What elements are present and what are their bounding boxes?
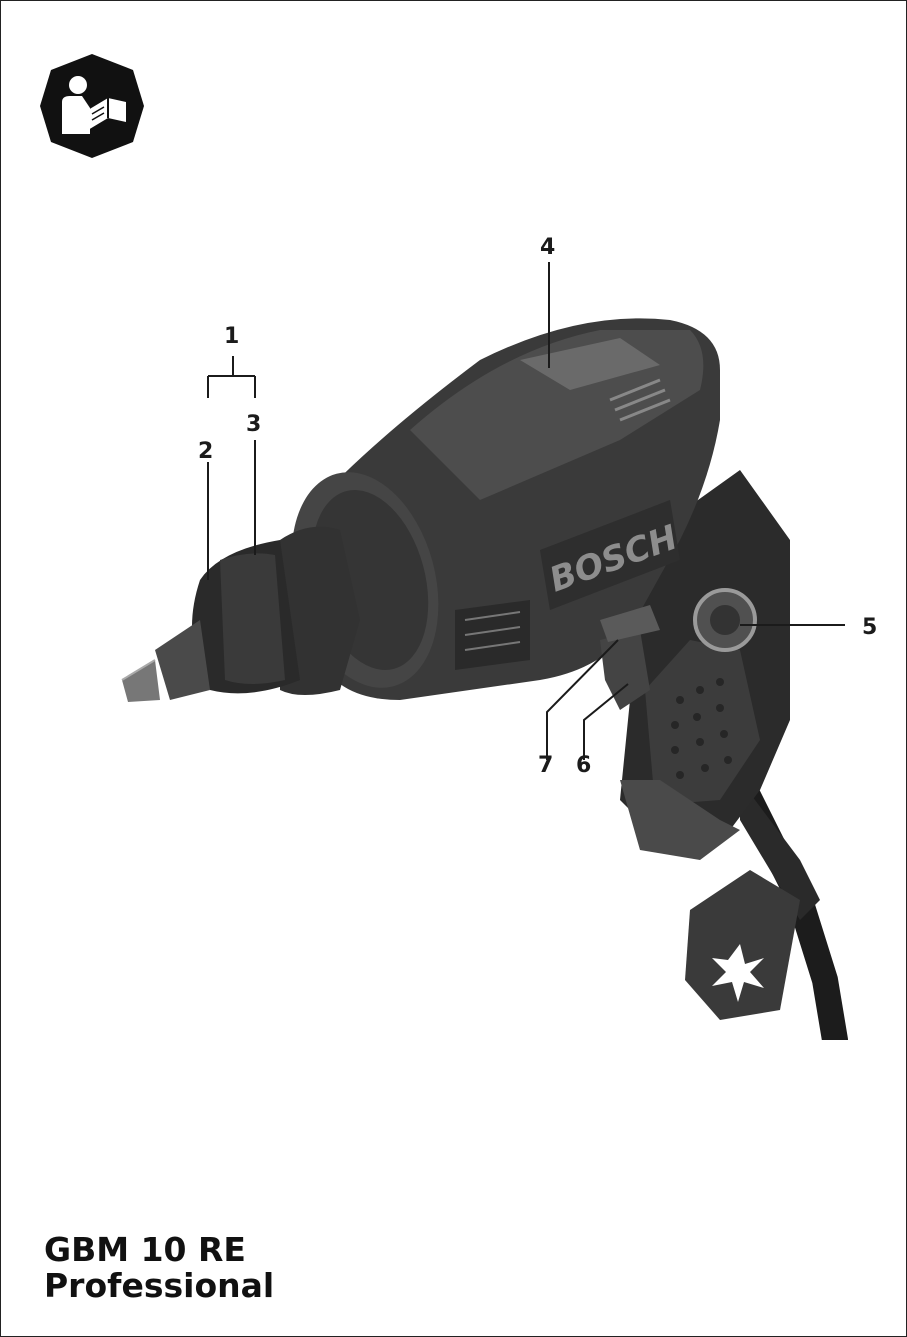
cord-hanger [685,870,800,1020]
brand-plate [540,500,680,610]
callout-5: 5 [862,615,878,640]
callout-4: 4 [540,235,556,260]
trigger [600,630,650,710]
read-manual-icon [40,54,144,158]
top-cover-highlight [520,338,660,390]
chuck-sleeve-rear [280,526,360,695]
drill-illustration: BOSCH [121,318,848,1040]
cord-hanger-star [712,944,764,1002]
cord-strain-relief [740,780,820,920]
product-line: Professional [44,1266,275,1305]
callout-7: 7 [538,753,554,778]
callout-1: 1 [224,324,240,349]
product-model: GBM 10 RE [44,1230,246,1269]
callout-2: 2 [198,439,214,464]
chuck-tip [122,660,160,702]
product-title: GBM 10 RE Professional [44,1232,274,1304]
callout-3: 3 [246,412,262,437]
handle-base [620,780,740,860]
callout-6: 6 [576,753,592,778]
handle-grip [645,640,760,805]
lock-button [600,605,660,642]
chuck-nose [155,620,210,700]
